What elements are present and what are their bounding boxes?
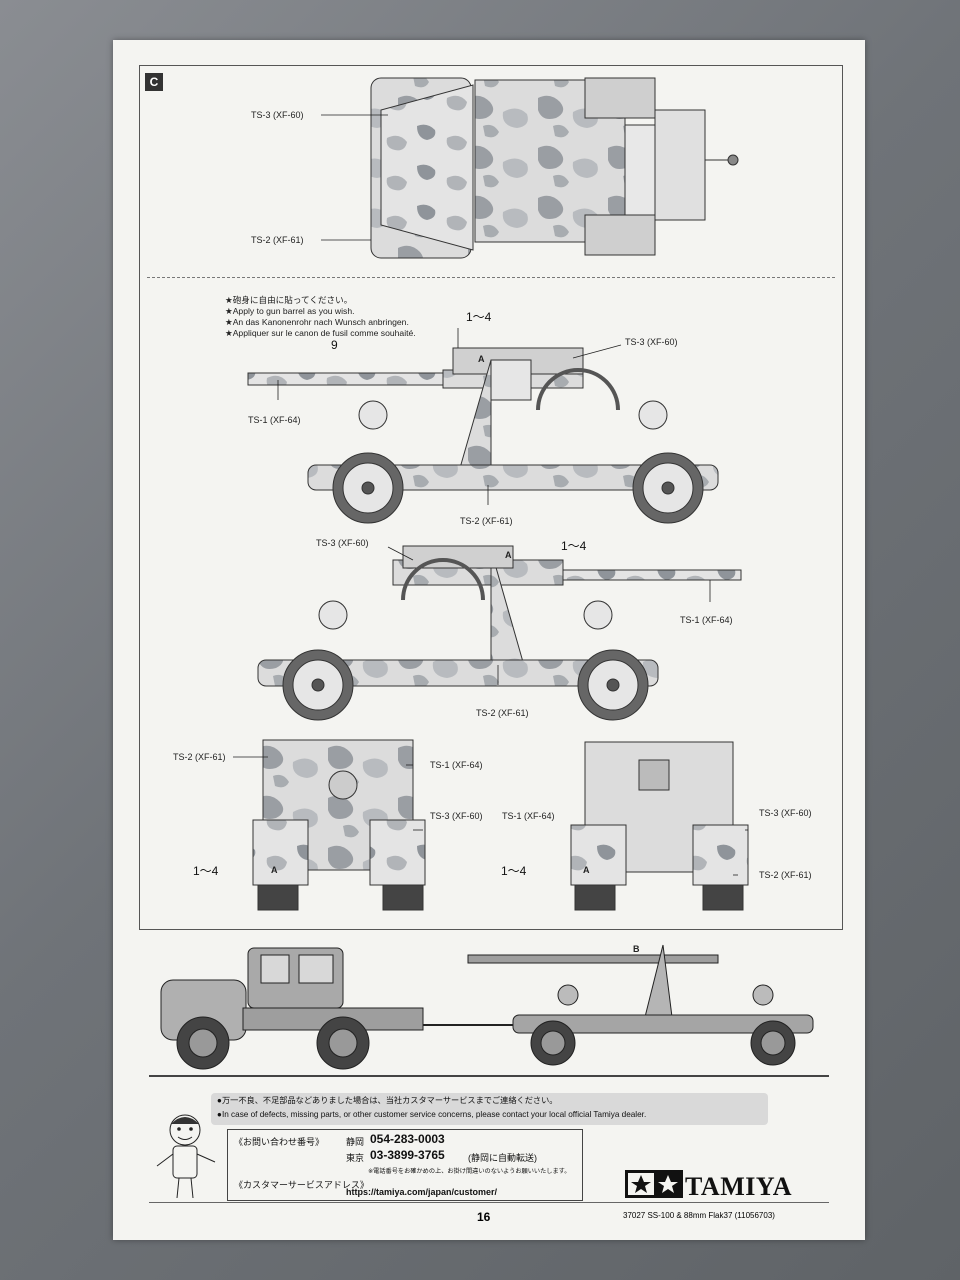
mark-a-side1: A bbox=[478, 354, 485, 364]
mark-a-rear: A bbox=[583, 865, 590, 875]
label-top-ts3: TS-3 (XF-60) bbox=[251, 110, 304, 120]
step-frame bbox=[139, 65, 843, 930]
page-number: 16 bbox=[477, 1210, 491, 1224]
phone-caution: ※電話番号をお確かめの上、お掛け間違いのないようお願いいたします。 bbox=[368, 1168, 571, 1175]
city-tokyo: 東京 bbox=[346, 1153, 365, 1163]
label-side1-ts1: TS-1 (XF-64) bbox=[248, 415, 301, 425]
label-side1-ts3: TS-3 (XF-60) bbox=[625, 337, 678, 347]
mascot-icon bbox=[156, 1114, 216, 1199]
brand-name: TAMIYA bbox=[685, 1172, 793, 1201]
mark-b-tow: B bbox=[633, 944, 640, 954]
product-code: 37027 SS-100 & 88mm Flak37 (11056703) bbox=[623, 1211, 775, 1220]
instruction-page: C TS-3 (XF-60) TS-2 (XF-61) ★砲身に自由に貼ってくだ… bbox=[113, 40, 865, 1240]
range-label-side-1: 1〜4 bbox=[466, 310, 492, 324]
phone-shizuoka: 054-283-0003 bbox=[370, 1132, 445, 1146]
phone-tokyo: 03-3899-3765 bbox=[370, 1148, 445, 1162]
mark-a-front: A bbox=[271, 865, 278, 875]
label-side2-ts2: TS-2 (XF-61) bbox=[476, 708, 529, 718]
notice-jp: ●万一不良、不足部品などありました場合は、当社カスタマーサービスまでご連絡くださ… bbox=[217, 1096, 558, 1105]
note-fr: ★Appliquer sur le canon de fusil comme s… bbox=[225, 328, 416, 338]
label-side2-ts1: TS-1 (XF-64) bbox=[680, 615, 733, 625]
label-front-ts2: TS-2 (XF-61) bbox=[173, 752, 226, 762]
tamiya-star-logo-icon bbox=[625, 1170, 683, 1198]
note-de: ★An das Kanonenrohr nach Wunsch anbringe… bbox=[225, 317, 409, 327]
decal-number-9: 9 bbox=[331, 338, 338, 352]
mark-a-side2: A bbox=[505, 550, 512, 560]
range-label-rear: 1〜4 bbox=[501, 864, 527, 878]
label-front-ts3: TS-3 (XF-60) bbox=[430, 811, 483, 821]
contact-box: 《お問い合わせ番号》 静岡 054-283-0003 東京 03-3899-37… bbox=[227, 1129, 583, 1201]
note-jp: ★砲身に自由に貼ってください。 bbox=[225, 295, 353, 305]
customer-notice: ●万一不良、不足部品などありました場合は、当社カスタマーサービスまでご連絡くださ… bbox=[211, 1093, 768, 1125]
label-rear-ts1: TS-1 (XF-64) bbox=[502, 811, 555, 821]
footer-rule bbox=[149, 1075, 829, 1077]
city-shizuoka: 静岡 bbox=[346, 1137, 365, 1147]
vehicle-illustrations bbox=[160, 77, 814, 1070]
site-title: 《カスタマーサービスアドレス》 bbox=[234, 1180, 369, 1190]
step-badge: C bbox=[145, 73, 163, 91]
phone-tokyo-note: (静岡に自動転送) bbox=[468, 1153, 537, 1163]
notice-en: ●In case of defects, missing parts, or o… bbox=[217, 1110, 647, 1119]
range-label-front: 1〜4 bbox=[193, 864, 219, 878]
dashed-divider bbox=[147, 277, 835, 278]
side-view-1 bbox=[247, 347, 719, 524]
bottom-rule bbox=[149, 1202, 829, 1203]
tow-illustration bbox=[160, 944, 814, 1070]
label-rear-ts3: TS-3 (XF-60) bbox=[759, 808, 812, 818]
label-side1-ts2: TS-2 (XF-61) bbox=[460, 516, 513, 526]
label-front-ts1: TS-1 (XF-64) bbox=[430, 760, 483, 770]
rear-view bbox=[570, 741, 749, 911]
note-en: ★Apply to gun barrel as you wish. bbox=[225, 306, 355, 316]
contact-title: 《お問い合わせ番号》 bbox=[234, 1137, 325, 1147]
side-view-2 bbox=[257, 545, 742, 721]
customer-url[interactable]: https://tamiya.com/japan/customer/ bbox=[346, 1187, 498, 1197]
label-side2-ts3: TS-3 (XF-60) bbox=[316, 538, 369, 548]
front-view bbox=[252, 739, 426, 911]
decal-notes: ★砲身に自由に貼ってください。 ★Apply to gun barrel as … bbox=[225, 295, 416, 339]
range-label-side-2: 1〜4 bbox=[561, 539, 587, 553]
top-view-tractor bbox=[370, 77, 739, 259]
label-rear-ts2: TS-2 (XF-61) bbox=[759, 870, 812, 880]
label-top-ts2: TS-2 (XF-61) bbox=[251, 235, 304, 245]
